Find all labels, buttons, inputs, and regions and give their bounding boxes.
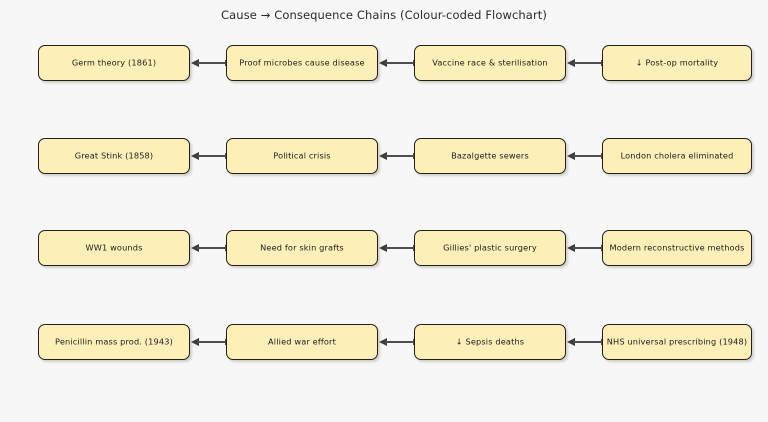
arrow-shaft [197,247,225,249]
chain-row-germ-theory: Germ theory (1861) Proof microbes cause … [0,45,768,85]
arrow-row2-col2-to-col1 [191,151,226,160]
arrowhead-left-icon [191,151,199,160]
node-great-stink-1858[interactable]: Great Stink (1858) [38,138,190,174]
arrow-tail [224,338,226,346]
node-label: London cholera eliminated [620,150,734,161]
node-label: Allied war effort [268,336,336,347]
node-label: ↓ Sepsis deaths [455,336,525,347]
arrowhead-left-icon [191,243,199,252]
arrow-row4-col4-to-col3 [567,337,602,346]
arrow-shaft [573,155,601,157]
arrow-shaft [385,341,413,343]
node-sepsis-deaths[interactable]: ↓ Sepsis deaths [414,324,566,360]
chart-title: Cause → Consequence Chains (Colour-coded… [221,8,547,22]
arrowhead-left-icon [379,58,387,67]
arrow-row4-col2-to-col1 [191,337,226,346]
node-label: Need for skin grafts [260,242,344,253]
node-label: Gillies' plastic surgery [443,242,537,253]
node-label: Penicillin mass prod. (1943) [55,336,173,347]
arrowhead-left-icon [379,337,387,346]
arrow-tail [412,338,414,346]
node-label: Modern reconstructive methods [609,242,745,253]
node-post-op-mortality[interactable]: ↓ Post-op mortality [602,45,752,81]
node-label: Bazalgette sewers [451,150,529,161]
node-nhs-universal-prescribing-1948[interactable]: NHS universal prescribing (1948) [602,324,752,360]
node-label: Germ theory (1861) [71,57,157,68]
arrowhead-left-icon [379,243,387,252]
arrow-row2-col3-to-col2 [379,151,414,160]
node-label: Great Stink (1858) [74,150,154,161]
node-germ-theory-1861[interactable]: Germ theory (1861) [38,45,190,81]
node-label: Political crisis [273,150,331,161]
arrowhead-left-icon [191,58,199,67]
node-label: Vaccine race & sterilisation [432,57,548,68]
arrow-tail [224,59,226,67]
arrow-row3-col3-to-col2 [379,243,414,252]
arrowhead-left-icon [567,337,575,346]
arrow-shaft [573,247,601,249]
node-ww1-wounds[interactable]: WW1 wounds [38,230,190,266]
arrow-tail [600,152,602,160]
arrow-tail [600,59,602,67]
node-proof-microbes-cause-disease[interactable]: Proof microbes cause disease [226,45,378,81]
arrow-shaft [385,155,413,157]
arrow-row1-col4-to-col3 [567,58,602,67]
arrow-row3-col2-to-col1 [191,243,226,252]
arrow-tail [412,244,414,252]
arrow-row3-col4-to-col3 [567,243,602,252]
arrowhead-left-icon [379,151,387,160]
node-vaccine-race-sterilisation[interactable]: Vaccine race & sterilisation [414,45,566,81]
arrowhead-left-icon [567,151,575,160]
node-label: Proof microbes cause disease [239,57,365,68]
arrow-tail [224,244,226,252]
chain-row-ww1-wounds: WW1 wounds Need for skin grafts Gillies'… [0,230,768,270]
arrow-tail [412,59,414,67]
arrow-shaft [385,247,413,249]
arrowhead-left-icon [567,243,575,252]
node-modern-reconstructive-methods[interactable]: Modern reconstructive methods [602,230,752,266]
node-label: WW1 wounds [85,242,143,253]
arrow-shaft [197,155,225,157]
arrow-shaft [573,62,601,64]
arrow-shaft [385,62,413,64]
arrow-row2-col4-to-col3 [567,151,602,160]
arrow-tail [224,152,226,160]
node-bazalgette-sewers[interactable]: Bazalgette sewers [414,138,566,174]
node-label: ↓ Post-op mortality [635,57,719,68]
node-need-for-skin-grafts[interactable]: Need for skin grafts [226,230,378,266]
arrow-row1-col3-to-col2 [379,58,414,67]
arrow-row4-col3-to-col2 [379,337,414,346]
arrow-shaft [197,62,225,64]
arrowhead-left-icon [191,337,199,346]
arrowhead-left-icon [567,58,575,67]
arrow-tail [412,152,414,160]
arrow-shaft [197,341,225,343]
arrow-tail [600,244,602,252]
node-penicillin-mass-prod-1943[interactable]: Penicillin mass prod. (1943) [38,324,190,360]
node-label: NHS universal prescribing (1948) [606,336,748,347]
node-political-crisis[interactable]: Political crisis [226,138,378,174]
arrow-shaft [573,341,601,343]
chain-row-penicillin: Penicillin mass prod. (1943) Allied war … [0,324,768,364]
chain-row-great-stink: Great Stink (1858) Political crisis Baza… [0,138,768,178]
node-gillies-plastic-surgery[interactable]: Gillies' plastic surgery [414,230,566,266]
node-allied-war-effort[interactable]: Allied war effort [226,324,378,360]
arrow-row1-col2-to-col1 [191,58,226,67]
node-london-cholera-eliminated[interactable]: London cholera eliminated [602,138,752,174]
arrow-tail [600,338,602,346]
